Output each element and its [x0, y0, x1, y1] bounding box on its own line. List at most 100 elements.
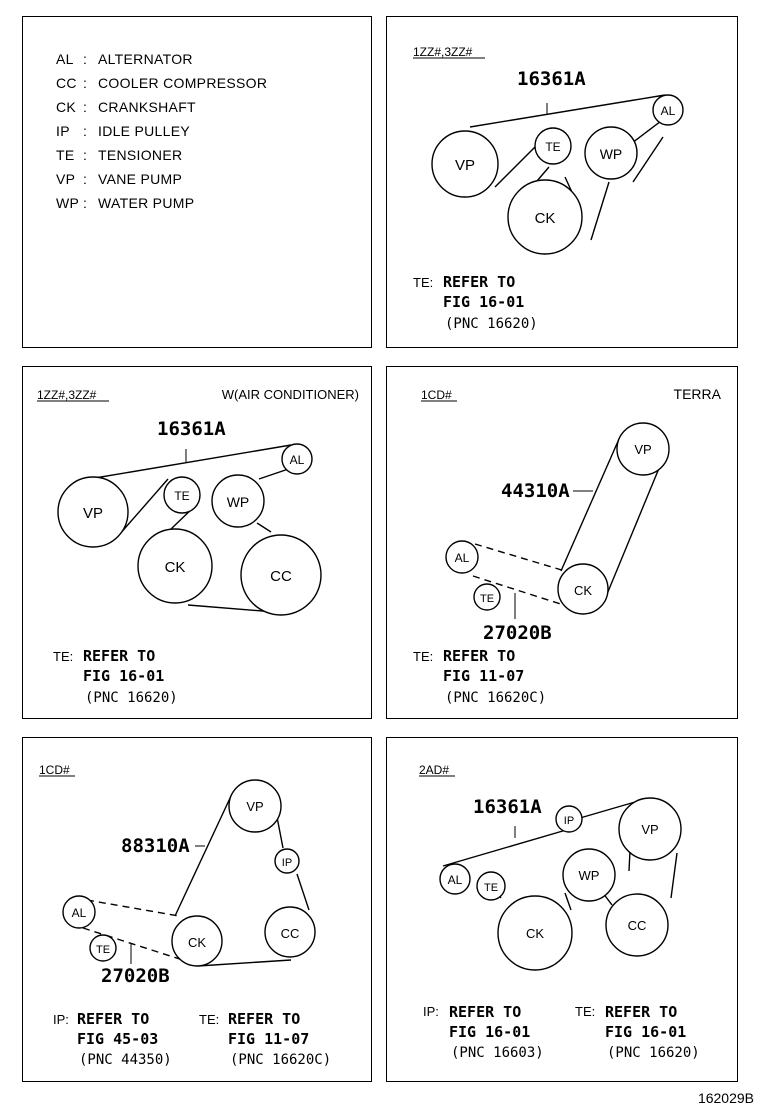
pulley-ck-label: CK — [535, 210, 556, 227]
panel-1cd: 1CD# 88310A 27020B VP IP AL TE CK CC IP:… — [22, 737, 372, 1082]
pulley-ck-label: CK — [188, 935, 206, 950]
pulley-te-label: TE — [96, 944, 110, 956]
belt-secondary — [472, 543, 571, 608]
legend-colon: : — [83, 51, 88, 67]
legend-colon: : — [83, 195, 88, 211]
legend-code: VP — [56, 171, 76, 187]
note-line-1: REFER TO — [83, 647, 155, 665]
pulley-cc — [264, 906, 316, 958]
diagram-1zz-air-conditioner: 1ZZ#,3ZZ# W(AIR CONDITIONER) 16361A VP T… — [37, 387, 359, 706]
note1-line-2: FIG 16-01 — [449, 1023, 530, 1041]
legend-text: COOLER COMPRESSOR — [98, 75, 268, 91]
pulley-al — [62, 895, 96, 929]
legend-colon: : — [83, 99, 88, 115]
legend-code: TE — [56, 147, 75, 163]
diagram-1cd-terra: 1CD# TERRA 44310A 27020B VP AL TE CK TE:… — [413, 386, 722, 706]
variant-label: TERRA — [674, 386, 722, 402]
pulley-vp-label: VP — [634, 442, 651, 457]
belt-path — [88, 444, 310, 613]
note-prefix: TE: — [413, 275, 433, 290]
pulley-te — [473, 583, 501, 611]
pulley-al — [281, 443, 313, 475]
note-line-3: (PNC 16620) — [445, 316, 538, 332]
note1-prefix: IP: — [423, 1004, 439, 1019]
note-line-2: FIG 16-01 — [443, 293, 524, 311]
legend-text: VANE PUMP — [98, 171, 183, 187]
pulley-vp — [228, 779, 282, 833]
pulley-te-label: TE — [545, 140, 560, 154]
belt-part-number: 16361A — [157, 418, 226, 440]
pulley-al-label: AL — [72, 906, 87, 920]
pulley-te-label: TE — [480, 593, 494, 605]
pulley-vp-label: VP — [641, 822, 658, 837]
note2-line-3: (PNC 16620) — [607, 1045, 700, 1061]
pulley-al — [439, 863, 471, 895]
pulley-al-label: AL — [661, 104, 676, 118]
legend-code: WP — [56, 195, 80, 211]
diagram-1cd: 1CD# 88310A 27020B VP IP AL TE CK CC IP:… — [39, 763, 331, 1068]
pulley-vp-label: VP — [246, 799, 263, 814]
pulley-cc — [605, 893, 669, 957]
legend-colon: : — [83, 75, 88, 91]
panel-1zz-air-conditioner: 1ZZ#,3ZZ# W(AIR CONDITIONER) 16361A VP T… — [22, 366, 372, 719]
note2-line-2: FIG 16-01 — [605, 1023, 686, 1041]
belt-secondary — [82, 899, 190, 963]
legend-code: CK — [56, 99, 77, 115]
note2-line-1: REFER TO — [228, 1010, 300, 1028]
pulley-ck-label: CK — [526, 926, 544, 941]
pulley-wp-label: WP — [579, 868, 600, 883]
pulley-wp-label: WP — [227, 494, 250, 510]
note1-prefix: IP: — [53, 1012, 69, 1027]
pulley-wp — [211, 474, 265, 528]
panel-2ad: 2AD# 16361A IP VP AL TE WP CK CC IP: REF… — [386, 737, 738, 1082]
engine-code: 2AD# — [419, 763, 449, 777]
pulley-cc-label: CC — [281, 926, 300, 941]
note2-line-2: FIG 11-07 — [228, 1030, 309, 1048]
pulley-ck-label: CK — [165, 559, 186, 576]
pulley-al-label: AL — [455, 551, 470, 565]
note2-line-3: (PNC 16620C) — [230, 1052, 331, 1068]
note1-line-1: REFER TO — [449, 1003, 521, 1021]
legend-text: TENSIONER — [98, 147, 183, 163]
legend-colon: : — [83, 147, 88, 163]
pulley-al-label: AL — [448, 873, 463, 887]
pulley-wp — [562, 848, 616, 902]
pulley-cc-label: CC — [628, 918, 647, 933]
note-line-1: REFER TO — [443, 273, 515, 291]
legend-colon: : — [83, 171, 88, 187]
belt-main — [560, 438, 663, 600]
diagram-2ad: 2AD# 16361A IP VP AL TE WP CK CC IP: REF… — [419, 763, 700, 1061]
pulley-te — [476, 871, 506, 901]
belt-main — [174, 795, 310, 967]
pulley-ck — [507, 179, 583, 255]
note-line-3: (PNC 16620) — [85, 690, 178, 706]
legend-text: ALTERNATOR — [98, 51, 193, 67]
pulley-vp — [431, 130, 499, 198]
note2-prefix: TE: — [199, 1012, 219, 1027]
note-prefix: TE: — [53, 649, 73, 664]
pulley-cc-label: CC — [270, 568, 292, 585]
pulley-ip — [555, 805, 583, 833]
pulley-ip — [274, 848, 300, 874]
pulley-te — [163, 476, 201, 514]
legend-text: IDLE PULLEY — [98, 123, 191, 139]
belt1-part-number: 88310A — [121, 835, 190, 857]
diagram-1zz-basic: 1ZZ#,3ZZ# 16361A VP TE WP CK AL TE: REFE… — [413, 45, 684, 332]
engine-code: 1CD# — [39, 763, 70, 777]
pulley-ck — [171, 915, 223, 967]
panel-1zz-basic: 1ZZ#,3ZZ# 16361A VP TE WP CK AL TE: REFE… — [386, 16, 738, 348]
pulley-wp-label: WP — [600, 146, 623, 162]
legend-code: CC — [56, 75, 77, 91]
pulley-wp — [584, 126, 638, 180]
legend-code: IP — [56, 123, 70, 139]
pulley-cc — [240, 534, 322, 616]
pulley-vp-label: VP — [455, 157, 475, 174]
pulley-te-label: TE — [174, 489, 189, 503]
pulley-ip-label: IP — [564, 815, 574, 827]
pulley-ck — [557, 563, 609, 615]
pulley-te — [89, 934, 117, 962]
pulley-al — [652, 94, 684, 126]
belt2-part-number: 27020B — [483, 622, 552, 644]
legend-text: CRANKSHAFT — [98, 99, 196, 115]
